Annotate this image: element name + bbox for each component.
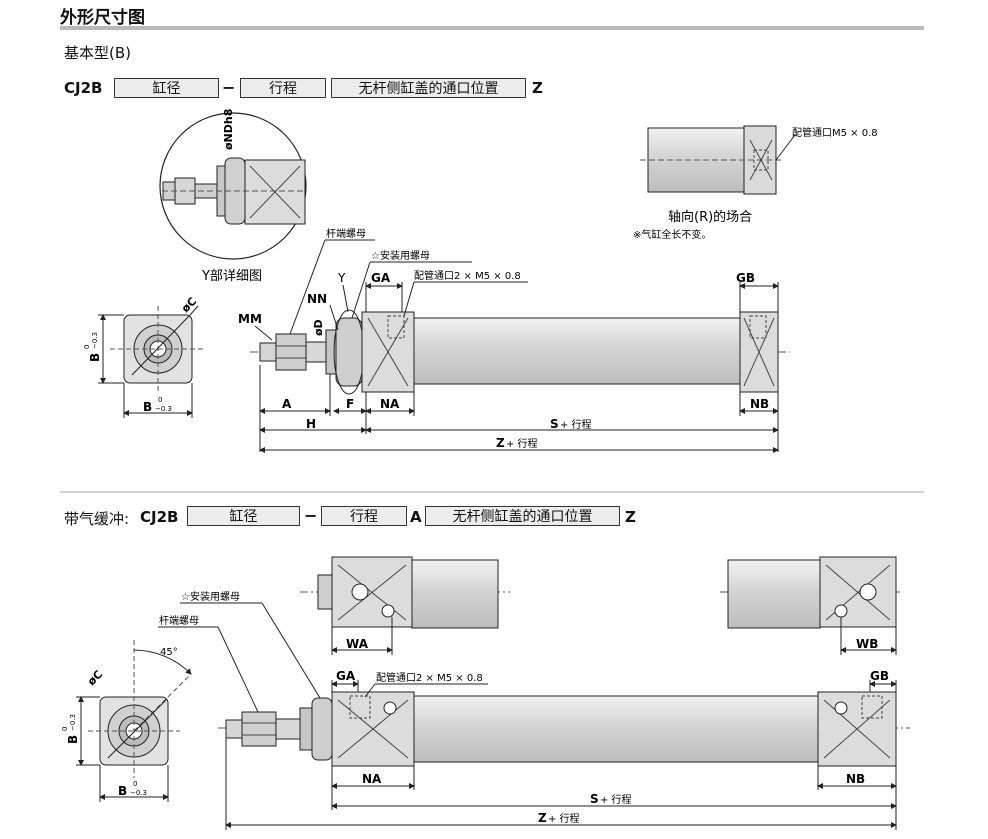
cushion-front-tol-low-v: −0.3 [69,714,77,731]
cushion-s-label: S [590,792,599,806]
basic-od-label: øD [312,319,325,336]
basic-front-tol-up-v: 0 [83,345,91,349]
axial-view [640,125,796,195]
basic-front-tol-low-h: −0.3 [155,405,172,413]
cushion-dash: − [304,506,318,525]
cushion-bore-box: 缸径 [187,506,300,526]
basic-stroke-box: 行程 [240,78,326,98]
basic-front-view [98,305,206,418]
basic-front-dim-b-h: B [143,400,152,414]
basic-nn-label: NN [307,292,327,306]
cushion-front-dim-b-v: B [66,735,80,744]
basic-gb-label: GB [736,271,755,285]
cushion-front-dim-c: øC [85,668,105,688]
cushion-side-view [158,602,910,830]
axial-port-label: 配管通口M5 × 0.8 [792,126,878,139]
basic-mount-nut-label: ☆安装用螺母 [371,249,430,262]
basic-suffix: Z [532,79,543,97]
basic-f-label: F [346,397,354,411]
cushion-front-view [76,640,192,802]
basic-ga-label: GA [371,271,391,285]
basic-a-label: A [282,397,292,411]
basic-side-view [250,239,790,453]
cushion-model-code: CJ2B [140,508,179,526]
page-title: 外形尺寸图 [60,8,145,28]
cushion-nb-label: NB [846,772,865,786]
cushion-option-a: A [410,508,422,526]
cushion-s-stroke: + 行程 [600,793,632,806]
cushion-port-box: 无杆侧缸盖的通口位置 [425,506,620,526]
basic-port-label: 配管通口2 × M5 × 0.8 [414,269,521,282]
basic-front-dim-b-v: B [88,353,102,362]
cushion-front-tol-low-h: −0.3 [130,789,147,797]
axial-note: ※气缸全长不变。 [633,228,711,241]
cushion-suffix: Z [625,508,636,526]
basic-dash: − [222,78,236,97]
cushion-top-views [300,556,900,655]
cushion-type-label: 带气缓冲: [64,510,130,528]
cushion-front-dim-b-h: B [118,784,127,798]
cushion-wb-label: WB [856,637,878,651]
basic-bore-box: 缸径 [114,78,219,98]
y-detail-dim: øNDh8 [222,109,235,150]
cushion-rod-nut-label: 杆端螺母 [159,614,199,627]
basic-s-stroke: + 行程 [560,418,592,431]
cushion-z-label: Z [538,811,547,825]
cushion-port-label: 配管通口2 × M5 × 0.8 [376,671,483,684]
section-divider [60,491,924,493]
basic-model-code: CJ2B [64,79,103,97]
cushion-z-stroke: + 行程 [548,812,580,825]
cushion-ga-label: GA [336,669,356,683]
y-detail-view: øNDh8 [159,109,307,260]
cushion-gb-label: GB [870,669,889,683]
cushion-front-tol-up-v: 0 [61,727,69,731]
basic-z-label: Z [496,436,505,450]
basic-rod-nut-label: 杆端螺母 [326,227,366,240]
basic-front-tol-low-v: −0.3 [91,332,99,349]
cushion-mount-nut-label: ☆安装用螺母 [181,590,240,603]
axial-caption: 轴向(R)的场合 [668,209,752,225]
basic-front-dim-c: øC [179,295,199,315]
basic-port-box: 无杆侧缸盖的通口位置 [331,78,526,98]
title-rule [60,26,924,30]
cushion-na-label: NA [362,772,382,786]
basic-s-label: S [550,417,559,431]
cushion-angle-label: 45° [160,647,178,658]
basic-na-label: NA [380,397,400,411]
basic-y-label: Y [337,271,346,285]
basic-front-tol-up-h: 0 [158,396,162,404]
y-detail-caption: Y部详细图 [201,269,262,284]
cushion-front-tol-up-h: 0 [133,780,137,788]
basic-type-label: 基本型(B) [64,44,131,62]
basic-nb-label: NB [750,397,769,411]
basic-z-stroke: + 行程 [506,437,538,450]
cushion-wa-label: WA [346,637,369,651]
basic-h-label: H [306,417,316,431]
basic-mm-label: MM [238,312,262,326]
cushion-stroke-box: 行程 [321,506,407,526]
